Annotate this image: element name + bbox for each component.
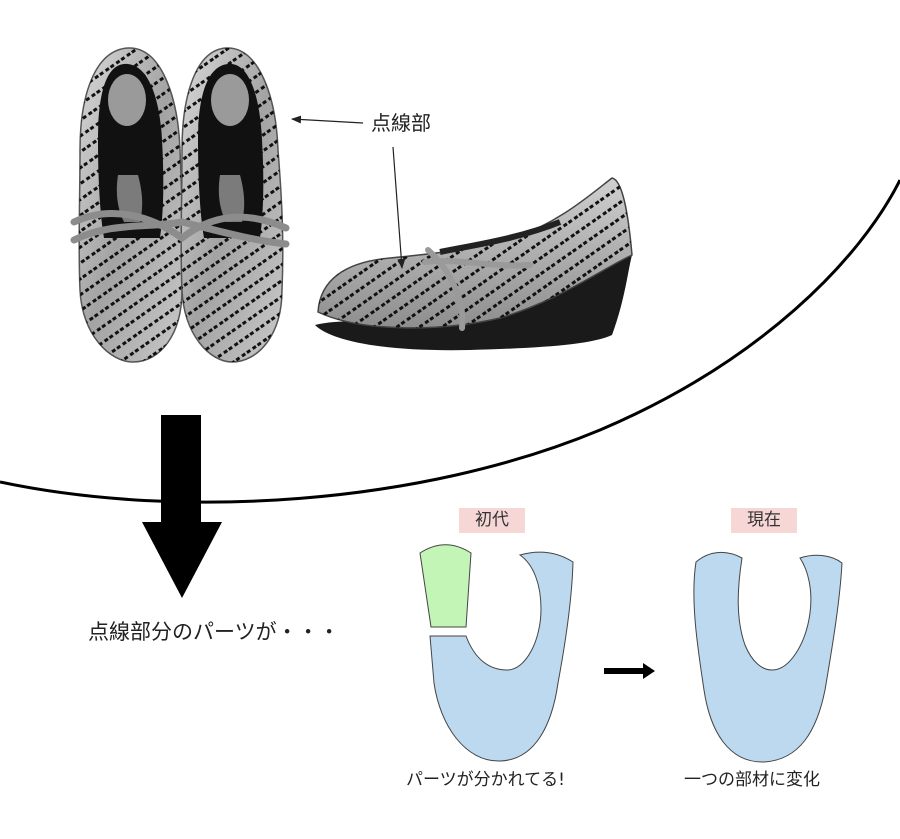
shoe-left-top-view	[78, 47, 184, 363]
heel-part	[419, 544, 472, 628]
upper-part-after	[693, 552, 843, 763]
transition-arrow	[604, 663, 655, 679]
after-caption: 一つの部材に変化	[684, 770, 820, 790]
shoe-straps-top-view	[70, 209, 290, 248]
before-parts-diagram	[419, 544, 574, 762]
callout-arrow-left	[291, 115, 364, 124]
shoe-side-view	[315, 177, 633, 351]
callout-arrow-down	[392, 146, 406, 269]
dotted-part-callout-label: 点線部	[371, 111, 431, 135]
after-tag: 現在	[731, 508, 797, 533]
upper-part-before	[429, 551, 574, 762]
before-caption: パーツが分かれてる!	[406, 770, 565, 790]
big-down-arrow	[142, 415, 222, 598]
before-tag: 初代	[459, 508, 525, 533]
shoe-right-top-view	[180, 47, 284, 363]
flow-caption: 点線部分のパーツが・・・	[88, 620, 340, 644]
